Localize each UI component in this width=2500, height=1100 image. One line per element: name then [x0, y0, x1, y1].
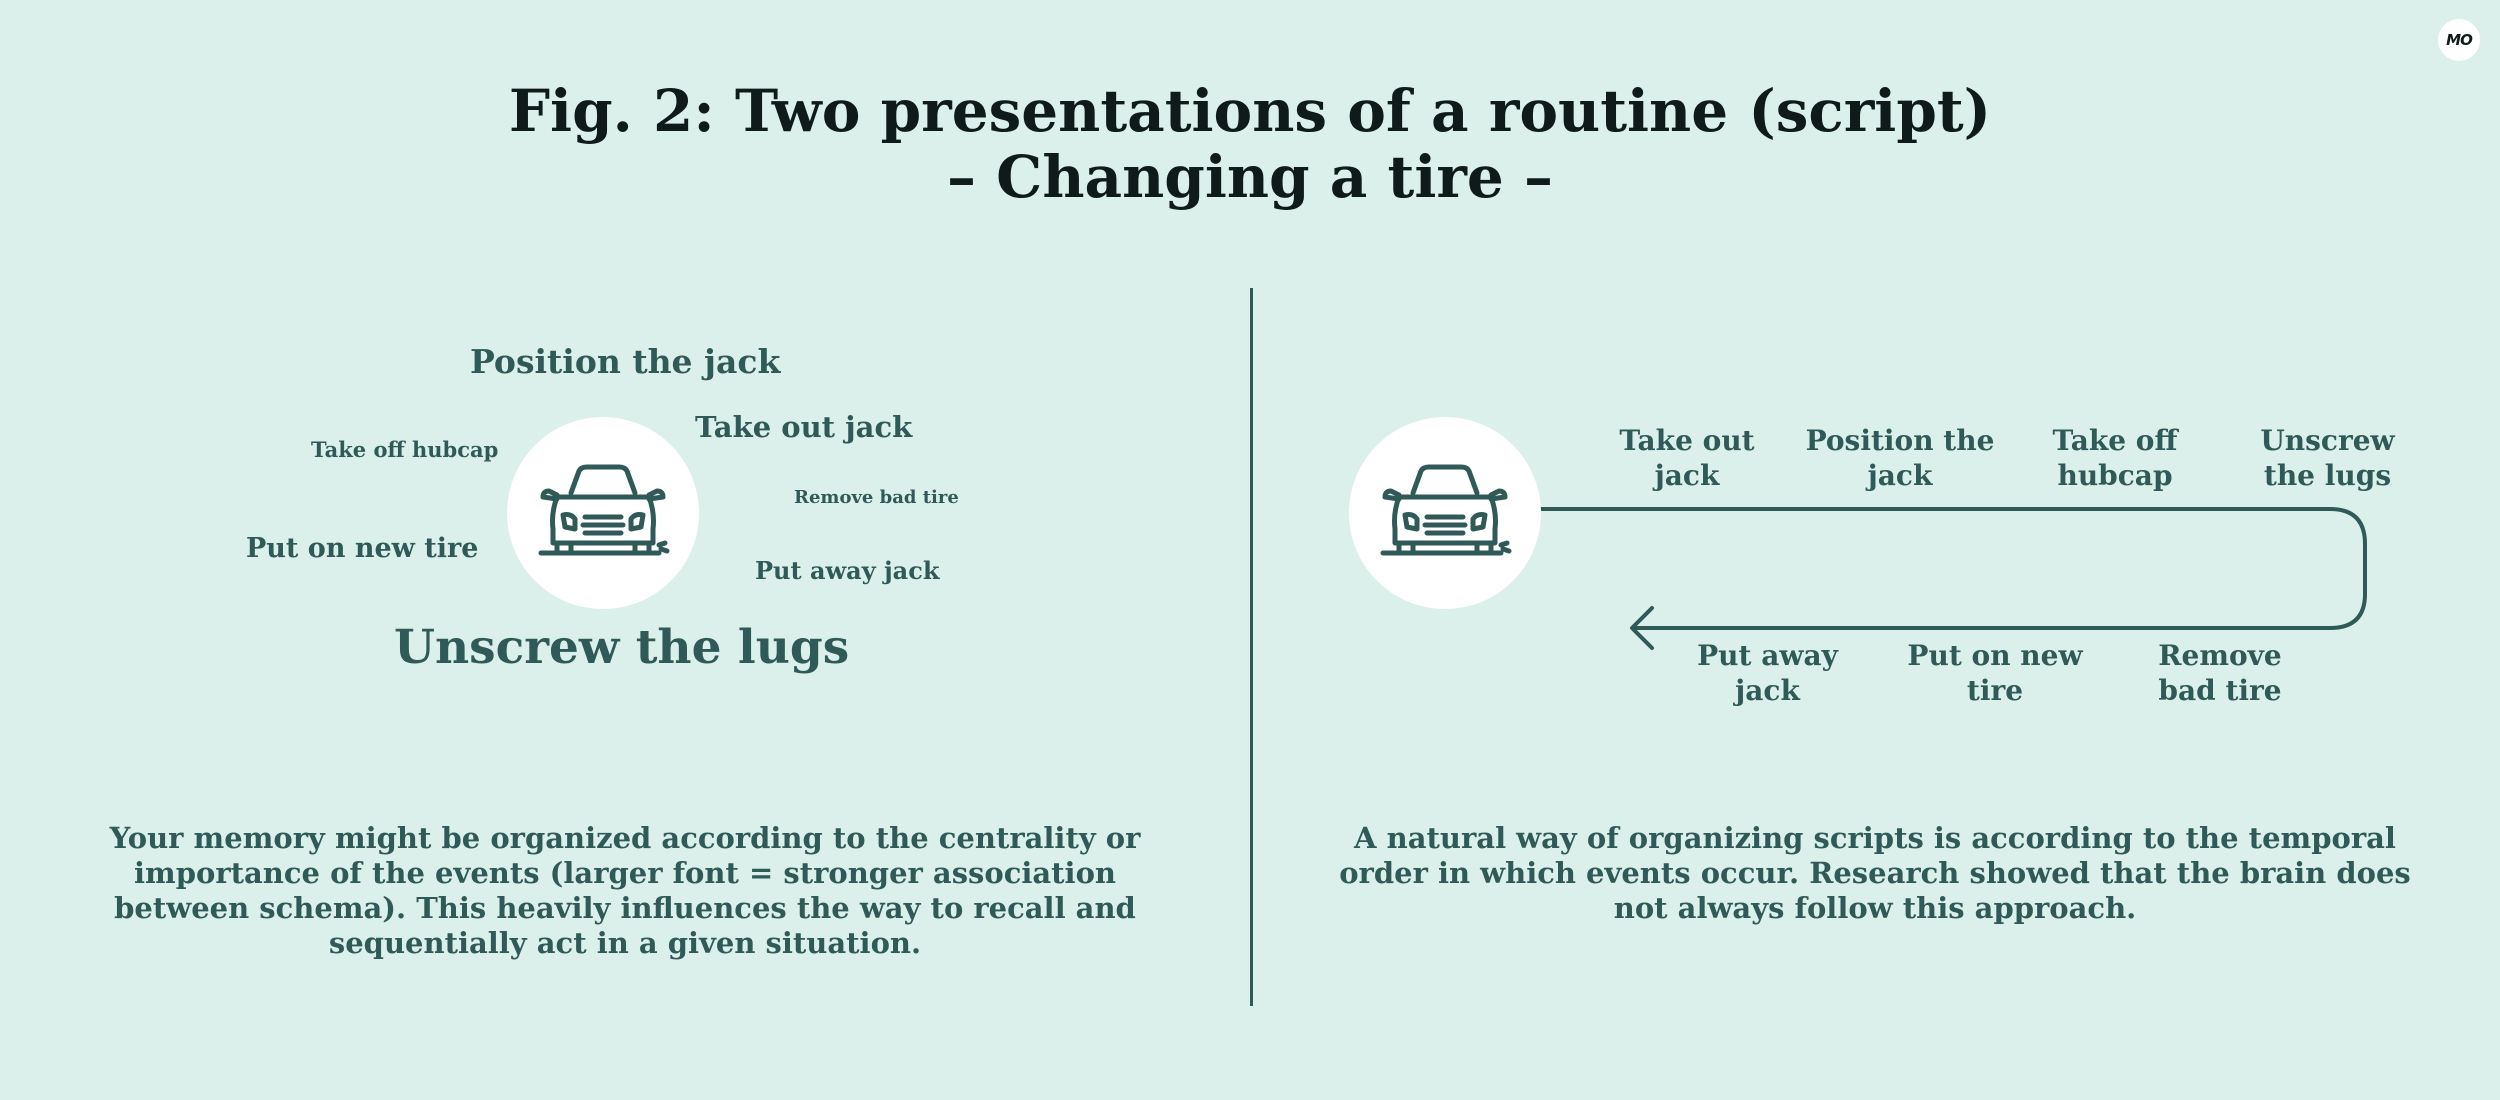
step-take-out-jack: Take out jack [1619, 424, 1755, 492]
step-unscrew-lugs: Unscrew the lugs [2260, 424, 2395, 492]
panel-divider [1250, 288, 1253, 1006]
figure-title-line2: – Changing a tire – [946, 143, 1554, 211]
figure-title: Fig. 2: Two presentations of a routine (… [0, 78, 2500, 210]
left-caption: Your memory might be organized according… [109, 821, 1141, 960]
car-front-icon [1380, 464, 1512, 556]
word-position-jack: Position the jack [470, 342, 781, 381]
word-take-off-hubcap: Take off hubcap [311, 437, 499, 462]
brand-logo: MO [2438, 19, 2480, 61]
car-icon-circle-left [507, 417, 699, 609]
step-position-jack: Position the jack [1805, 424, 1995, 492]
right-caption: A natural way of organizing scripts is a… [1339, 821, 2411, 925]
word-unscrew-lugs: Unscrew the lugs [394, 620, 850, 675]
word-take-out-jack: Take out jack [695, 410, 913, 444]
car-icon-circle-right [1349, 417, 1541, 609]
car-front-icon [538, 464, 670, 556]
figure-title-line1: Fig. 2: Two presentations of a routine (… [508, 77, 1992, 145]
step-put-away-jack: Put away jack [1697, 639, 1838, 707]
word-put-on-new-tire: Put on new tire [246, 533, 479, 564]
step-remove-bad-tire: Remove bad tire [2158, 639, 2282, 707]
brand-logo-text: MO [2446, 31, 2473, 49]
step-take-off-hubcap: Take off hubcap [2052, 424, 2178, 492]
word-remove-bad-tire: Remove bad tire [794, 487, 959, 508]
step-put-on-new-tire: Put on new tire [1907, 639, 2083, 707]
word-put-away-jack: Put away jack [755, 556, 940, 585]
timeline-arrow [1540, 507, 2367, 650]
